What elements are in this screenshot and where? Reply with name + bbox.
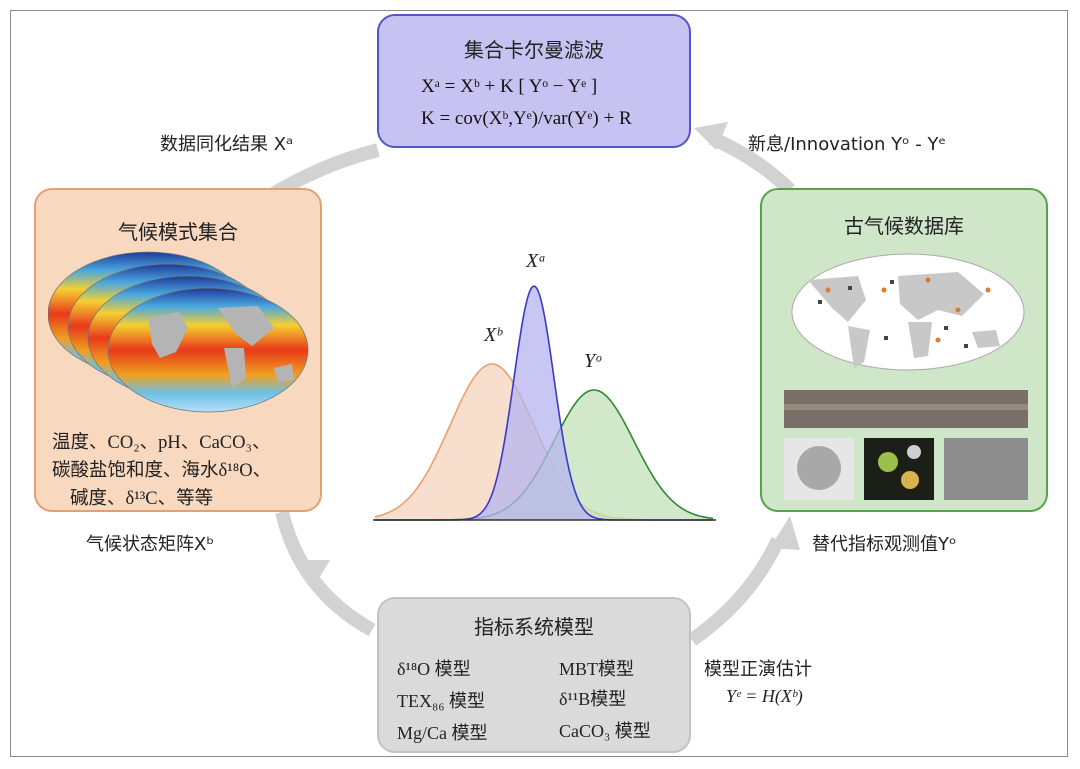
label-assimilation-result: 数据同化结果 Xᵃ: [160, 134, 294, 155]
climate-variable-line-3: 碱度、δ¹³C、等等: [70, 489, 214, 509]
climate-ensemble-box: 气候模式集合 温度、CO₂、pH、CaCO₃、 碳酸盐饱和度: [34, 188, 322, 512]
arrowhead-innovation: [694, 122, 728, 150]
proxy-model-d18o: δ¹⁸O 模型: [397, 659, 471, 679]
distribution-curves: [374, 285, 714, 521]
enkf-title: 集合卡尔曼滤波: [464, 38, 604, 62]
enkf-equation-update: Xᵃ = Xᵇ + K [ Yᵒ − Yᵉ ]: [421, 76, 598, 97]
curve-yo-area: [375, 390, 714, 520]
ensemble-temperature-maps: [48, 251, 309, 413]
climate-ensemble-title: 气候模式集合: [118, 220, 238, 244]
proxy-system-box: 指标系统模型 δ¹⁸O 模型 TEX₈₆ 模型 Mg/Ca 模型 MBT模型 δ…: [377, 597, 691, 753]
enkf-box: 集合卡尔曼滤波 Xᵃ = Xᵇ + K [ Yᵒ − Yᵉ ] K = cov(…: [377, 14, 691, 148]
arrow-climate-to-proxy: [275, 510, 376, 637]
label-forward-estimate: 模型正演估计: [704, 659, 812, 680]
label-innovation: 新息/Innovation Yᵒ - Yᵉ: [748, 134, 946, 155]
curve-xb-area: [375, 364, 714, 520]
proxy-archive-images: [784, 390, 1028, 500]
proxy-model-tex86: TEX₈₆ 模型: [397, 691, 486, 711]
proxy-model-mgca: Mg/Ca 模型: [397, 723, 488, 743]
arrowhead-forward: [770, 516, 800, 550]
curve-label-yo: Yᵒ: [584, 350, 601, 372]
enkf-equation-gain: K = cov(Xᵇ,Yᵉ)/var(Yᵉ) + R: [421, 108, 632, 129]
arrowhead-state: [300, 560, 330, 590]
proxy-model-caco3: CaCO₃ 模型: [559, 721, 651, 741]
proxy-site-world-map: [791, 253, 1025, 371]
paleo-database-box: 古气候数据库: [760, 188, 1048, 512]
proxy-model-mbt: MBT模型: [559, 659, 635, 679]
arrow-paleo-to-enkf: [709, 131, 795, 195]
paleo-database-title: 古气候数据库: [844, 214, 964, 238]
curve-label-xb: Xᵇ: [484, 324, 502, 346]
label-proxy-observation: 替代指标观测值Yᵒ: [812, 534, 957, 555]
climate-variable-line-1: 温度、CO₂、pH、CaCO₃、: [52, 433, 271, 453]
curve-xa-area: [375, 286, 714, 520]
label-climate-state-matrix: 气候状态矩阵Xᵇ: [86, 534, 215, 555]
curve-label-xa: Xᵃ: [526, 250, 547, 272]
climate-variable-line-2: 碳酸盐饱和度、海水δ¹⁸O、: [52, 461, 272, 481]
proxy-model-d11b: δ¹¹B模型: [559, 689, 627, 709]
figure-frame: [10, 10, 1068, 757]
proxy-system-title: 指标系统模型: [474, 615, 594, 639]
label-forward-equation: Yᵉ = H(Xᵇ): [726, 686, 803, 706]
arrow-proxy-to-paleo: [688, 537, 785, 646]
